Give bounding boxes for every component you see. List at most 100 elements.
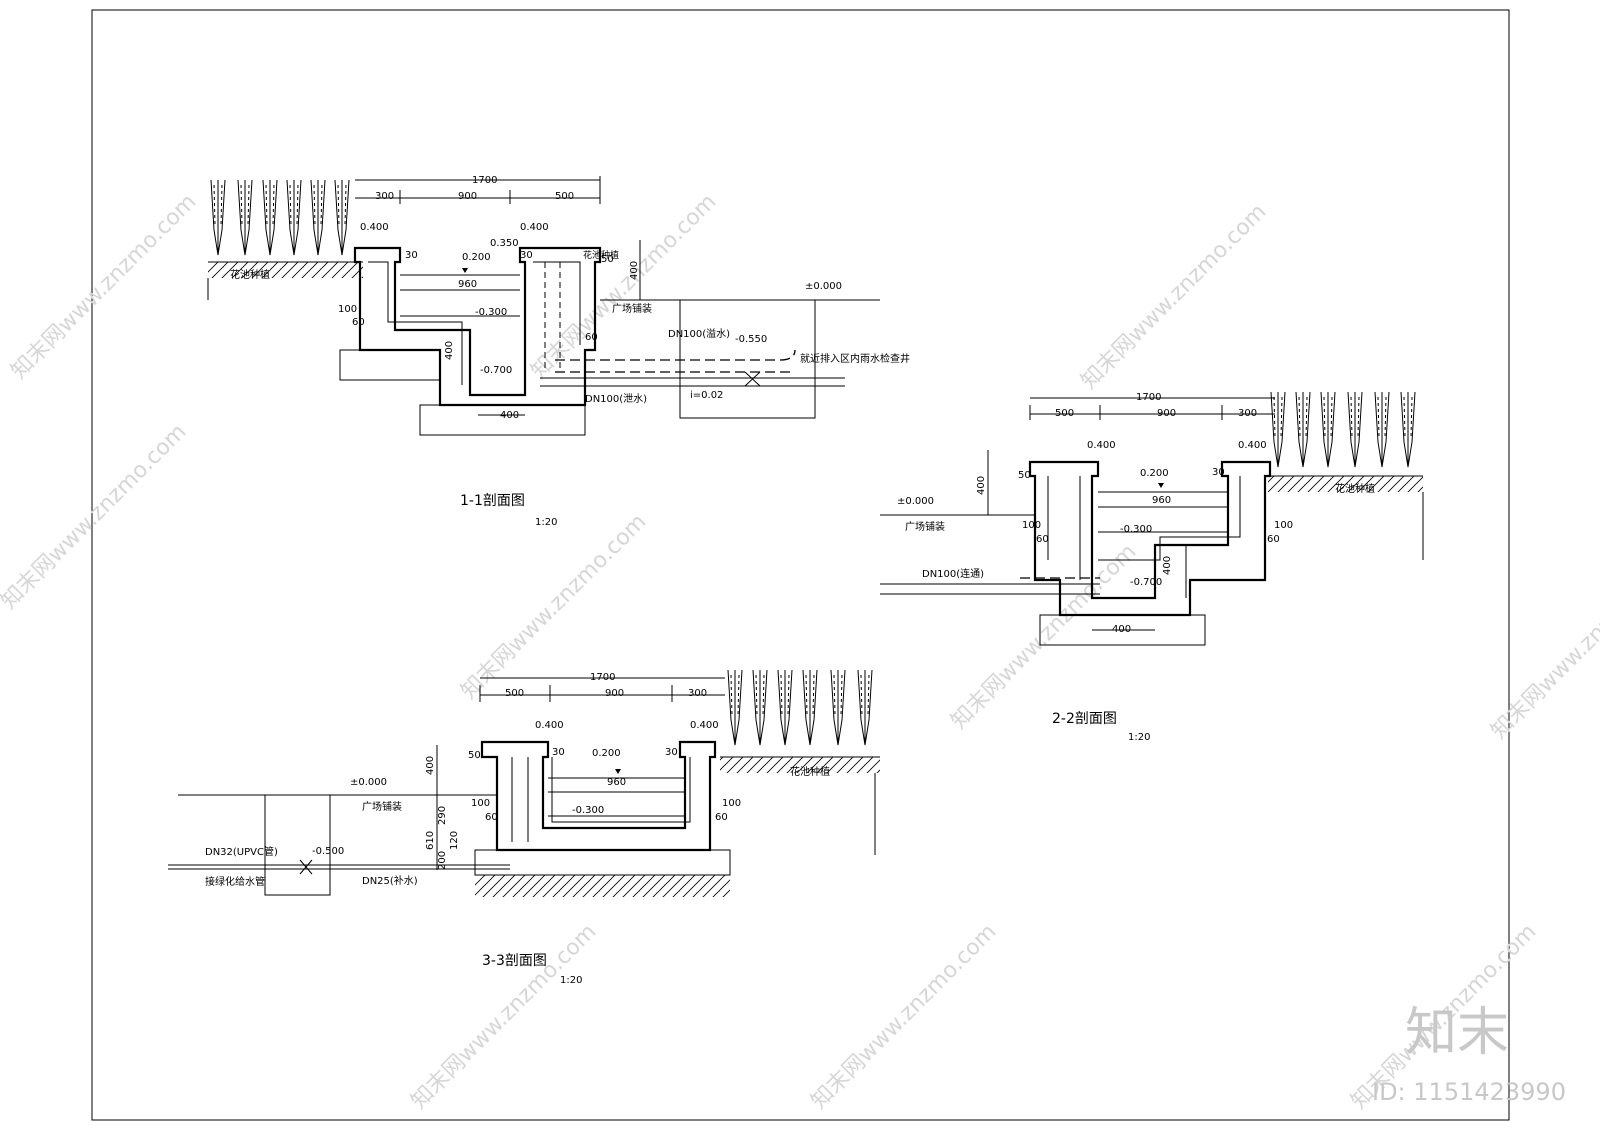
section-title: 1-1剖面图 <box>460 493 525 509</box>
section-3-3: 1700 500 900 300 0.400 0.400 0.200 50 30… <box>168 669 880 986</box>
ground-label: 广场铺装 <box>362 800 402 813</box>
section-title: 3-3剖面图 <box>482 953 547 969</box>
dim-text: 960 <box>607 777 626 788</box>
elev-label: -0.550 <box>735 334 767 345</box>
pipe-label: DN100(溢水) <box>668 327 730 340</box>
elev-label: 0.200 <box>592 748 621 759</box>
watermark-text: 知末网www.znzmo.com <box>807 919 1002 1114</box>
dim-text: 400 <box>425 756 436 775</box>
elev-label: -0.300 <box>1120 524 1152 535</box>
dim-text: 100 <box>471 798 490 809</box>
elev-label: 0.400 <box>1087 440 1116 451</box>
dim-text: 900 <box>458 191 477 202</box>
ground-label: 广场铺装 <box>905 520 945 533</box>
dim-text: 300 <box>688 688 707 699</box>
ground-label: 广场铺装 <box>612 302 652 315</box>
pool-wall <box>1028 460 1272 617</box>
watermark-text: 知末网www.znzmo.com <box>407 919 602 1114</box>
dim-text: 400 <box>976 476 987 495</box>
pool-wall-left <box>353 246 602 407</box>
dim-text: 50 <box>468 750 481 761</box>
elev-label: -0.700 <box>1130 577 1162 588</box>
dim-text: 400 <box>1162 556 1173 575</box>
dim-text: 500 <box>505 688 524 699</box>
dim-text: 100 <box>1022 520 1041 531</box>
dim-text: 100 <box>338 304 357 315</box>
dim-text: 30 <box>1212 467 1225 478</box>
planting-label: 花池种植 <box>583 249 619 261</box>
pipe-label: DN25(补水) <box>362 874 418 887</box>
dim-text: 120 <box>449 831 460 850</box>
sheet-frame <box>91 9 1510 1121</box>
dim-text: 200 <box>437 851 448 870</box>
dim-text: 100 <box>1274 520 1293 531</box>
elev-label: 0.400 <box>1238 440 1267 451</box>
elev-label: ±0.000 <box>350 777 387 788</box>
planting-label: 花池种植 <box>1335 482 1375 495</box>
watermark-text: 知末网www.znzmo.com <box>0 419 191 614</box>
pipe-label: DN32(UPVC管) <box>205 845 278 858</box>
dim-text: 300 <box>375 191 394 202</box>
watermark-text: 知末网www.znzmo.com <box>457 509 652 704</box>
dim-text: 500 <box>1055 408 1074 419</box>
elev-label: 0.350 <box>490 238 519 249</box>
dim-text: 50 <box>601 254 614 265</box>
outfall-label: 就近排入区内雨水检查井 <box>800 352 910 365</box>
section-2-2: 1700 500 900 300 0.400 0.400 0.200 50 30… <box>880 391 1424 743</box>
watermark-text: 知末网www.znzmo.com <box>527 189 722 384</box>
section-1-1: 1700 300 900 500 0.400 0.400 0.200 0.350… <box>207 175 910 528</box>
pool-wall <box>480 740 717 852</box>
planting-shrubs <box>1270 391 1416 468</box>
dim-text: 1700 <box>590 672 615 683</box>
dim-text: 610 <box>425 831 436 850</box>
id-watermark: ID: 1151423990 <box>1372 1078 1566 1106</box>
dim-text: 100 <box>722 798 741 809</box>
elev-label: 0.400 <box>690 720 719 731</box>
dim-text: 290 <box>437 806 448 825</box>
elev-label: 0.400 <box>520 222 549 233</box>
elev-label: ±0.000 <box>897 496 934 507</box>
elev-label: 0.200 <box>462 252 491 263</box>
elev-label: ±0.000 <box>805 281 842 292</box>
planting-shrubs <box>210 179 350 256</box>
dim-text: 60 <box>1036 534 1049 545</box>
section-scale: 1:20 <box>1128 732 1150 743</box>
pipe-label: 接绿化给水管 <box>205 875 265 888</box>
section-scale: 1:20 <box>560 975 582 986</box>
dim-text: 60 <box>715 812 728 823</box>
elev-label: -0.500 <box>312 846 344 857</box>
dim-text: 400 <box>629 261 640 280</box>
watermark-group: 知末网www.znzmo.com 知末网www.znzmo.com 知末网www… <box>0 189 1600 1114</box>
dim-text: 1700 <box>472 175 497 186</box>
planting-label: 花池种植 <box>230 268 270 281</box>
watermark-text: 知末网www.znzmo.com <box>7 189 202 384</box>
slope-label: i=0.02 <box>690 390 723 401</box>
brand-watermark: 知末 <box>1405 1003 1509 1063</box>
section-scale: 1:20 <box>535 517 557 528</box>
dim-text: 900 <box>605 688 624 699</box>
planting-label: 花池种植 <box>790 765 830 778</box>
elev-label: 0.200 <box>1140 468 1169 479</box>
dim-text: 900 <box>1157 408 1176 419</box>
dim-text: 60 <box>585 332 598 343</box>
elev-label: 0.400 <box>360 222 389 233</box>
section-title: 2-2剖面图 <box>1052 711 1117 727</box>
elev-label: -0.300 <box>572 805 604 816</box>
dim-text: 60 <box>352 317 365 328</box>
dim-text: 60 <box>485 812 498 823</box>
dim-text: 50 <box>1018 470 1031 481</box>
dim-text: 30 <box>520 250 533 261</box>
dim-text: 30 <box>405 250 418 261</box>
watermark-text: 知末网www.znzmo.com <box>1487 549 1600 744</box>
dim-text: 60 <box>1267 534 1280 545</box>
watermark-text: 知末网www.znzmo.com <box>1077 199 1272 394</box>
dim-text: 400 <box>444 341 455 360</box>
elev-label: -0.300 <box>475 307 507 318</box>
planting-shrubs <box>727 669 873 746</box>
pipe-label: DN100(连通) <box>922 567 984 580</box>
dim-text: 1700 <box>1136 392 1161 403</box>
dim-text: 500 <box>555 191 574 202</box>
dim-text: 960 <box>458 279 477 290</box>
pipe-label: DN100(泄水) <box>585 392 647 405</box>
